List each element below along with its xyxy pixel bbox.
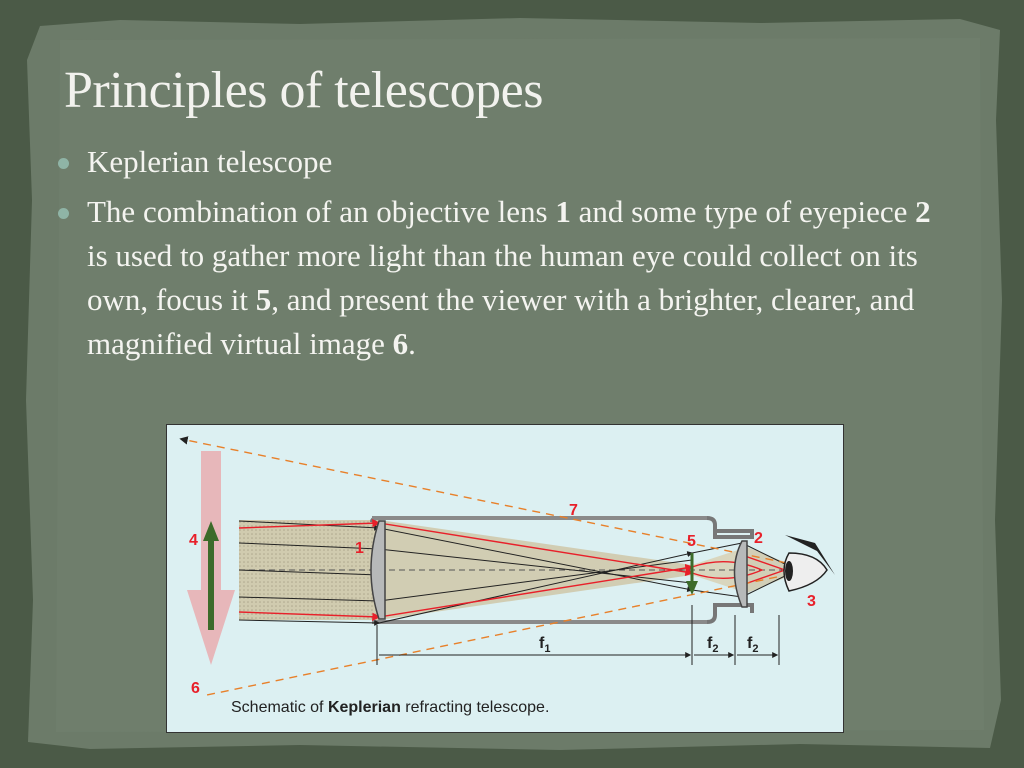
label-f2-right: f2 xyxy=(747,635,758,655)
figure-caption: Schematic of Keplerian refracting telesc… xyxy=(231,699,550,716)
label-eyepiece: 2 xyxy=(754,530,763,547)
converging-cone xyxy=(379,520,692,620)
label-f1: f1 xyxy=(539,635,550,655)
bullet-list: Keplerian telescope The combination of a… xyxy=(54,140,954,372)
label-virtual-image: 6 xyxy=(191,680,200,697)
real-image-arrow xyxy=(686,581,698,595)
label-focus: 5 xyxy=(687,533,696,550)
eye-icon xyxy=(783,552,828,592)
label-tube: 7 xyxy=(569,502,578,519)
bullet-dot-icon xyxy=(58,158,69,169)
telescope-schematic: 1 2 3 4 5 6 7 f1 f2 f2 Schematic of Kepl… xyxy=(166,424,844,733)
bullet-text: The combination of an objective lens 1 a… xyxy=(87,194,931,361)
label-eye: 3 xyxy=(807,593,816,610)
slide-title: Principles of telescopes xyxy=(64,62,543,119)
objective-lens xyxy=(370,520,386,620)
label-object: 4 xyxy=(189,532,198,549)
label-f2-left: f2 xyxy=(707,635,718,655)
schematic-svg: 1 2 3 4 5 6 7 f1 f2 f2 xyxy=(179,436,835,697)
eyepiece-lens xyxy=(733,540,748,608)
bullet-text: Keplerian telescope xyxy=(87,144,333,179)
bullet-item: The combination of an objective lens 1 a… xyxy=(54,190,954,366)
label-objective: 1 xyxy=(355,540,364,557)
virtual-ray-top xyxy=(179,436,788,564)
bullet-dot-icon xyxy=(58,208,69,219)
bullet-item: Keplerian telescope xyxy=(54,140,954,184)
object-arrow xyxy=(203,521,219,541)
